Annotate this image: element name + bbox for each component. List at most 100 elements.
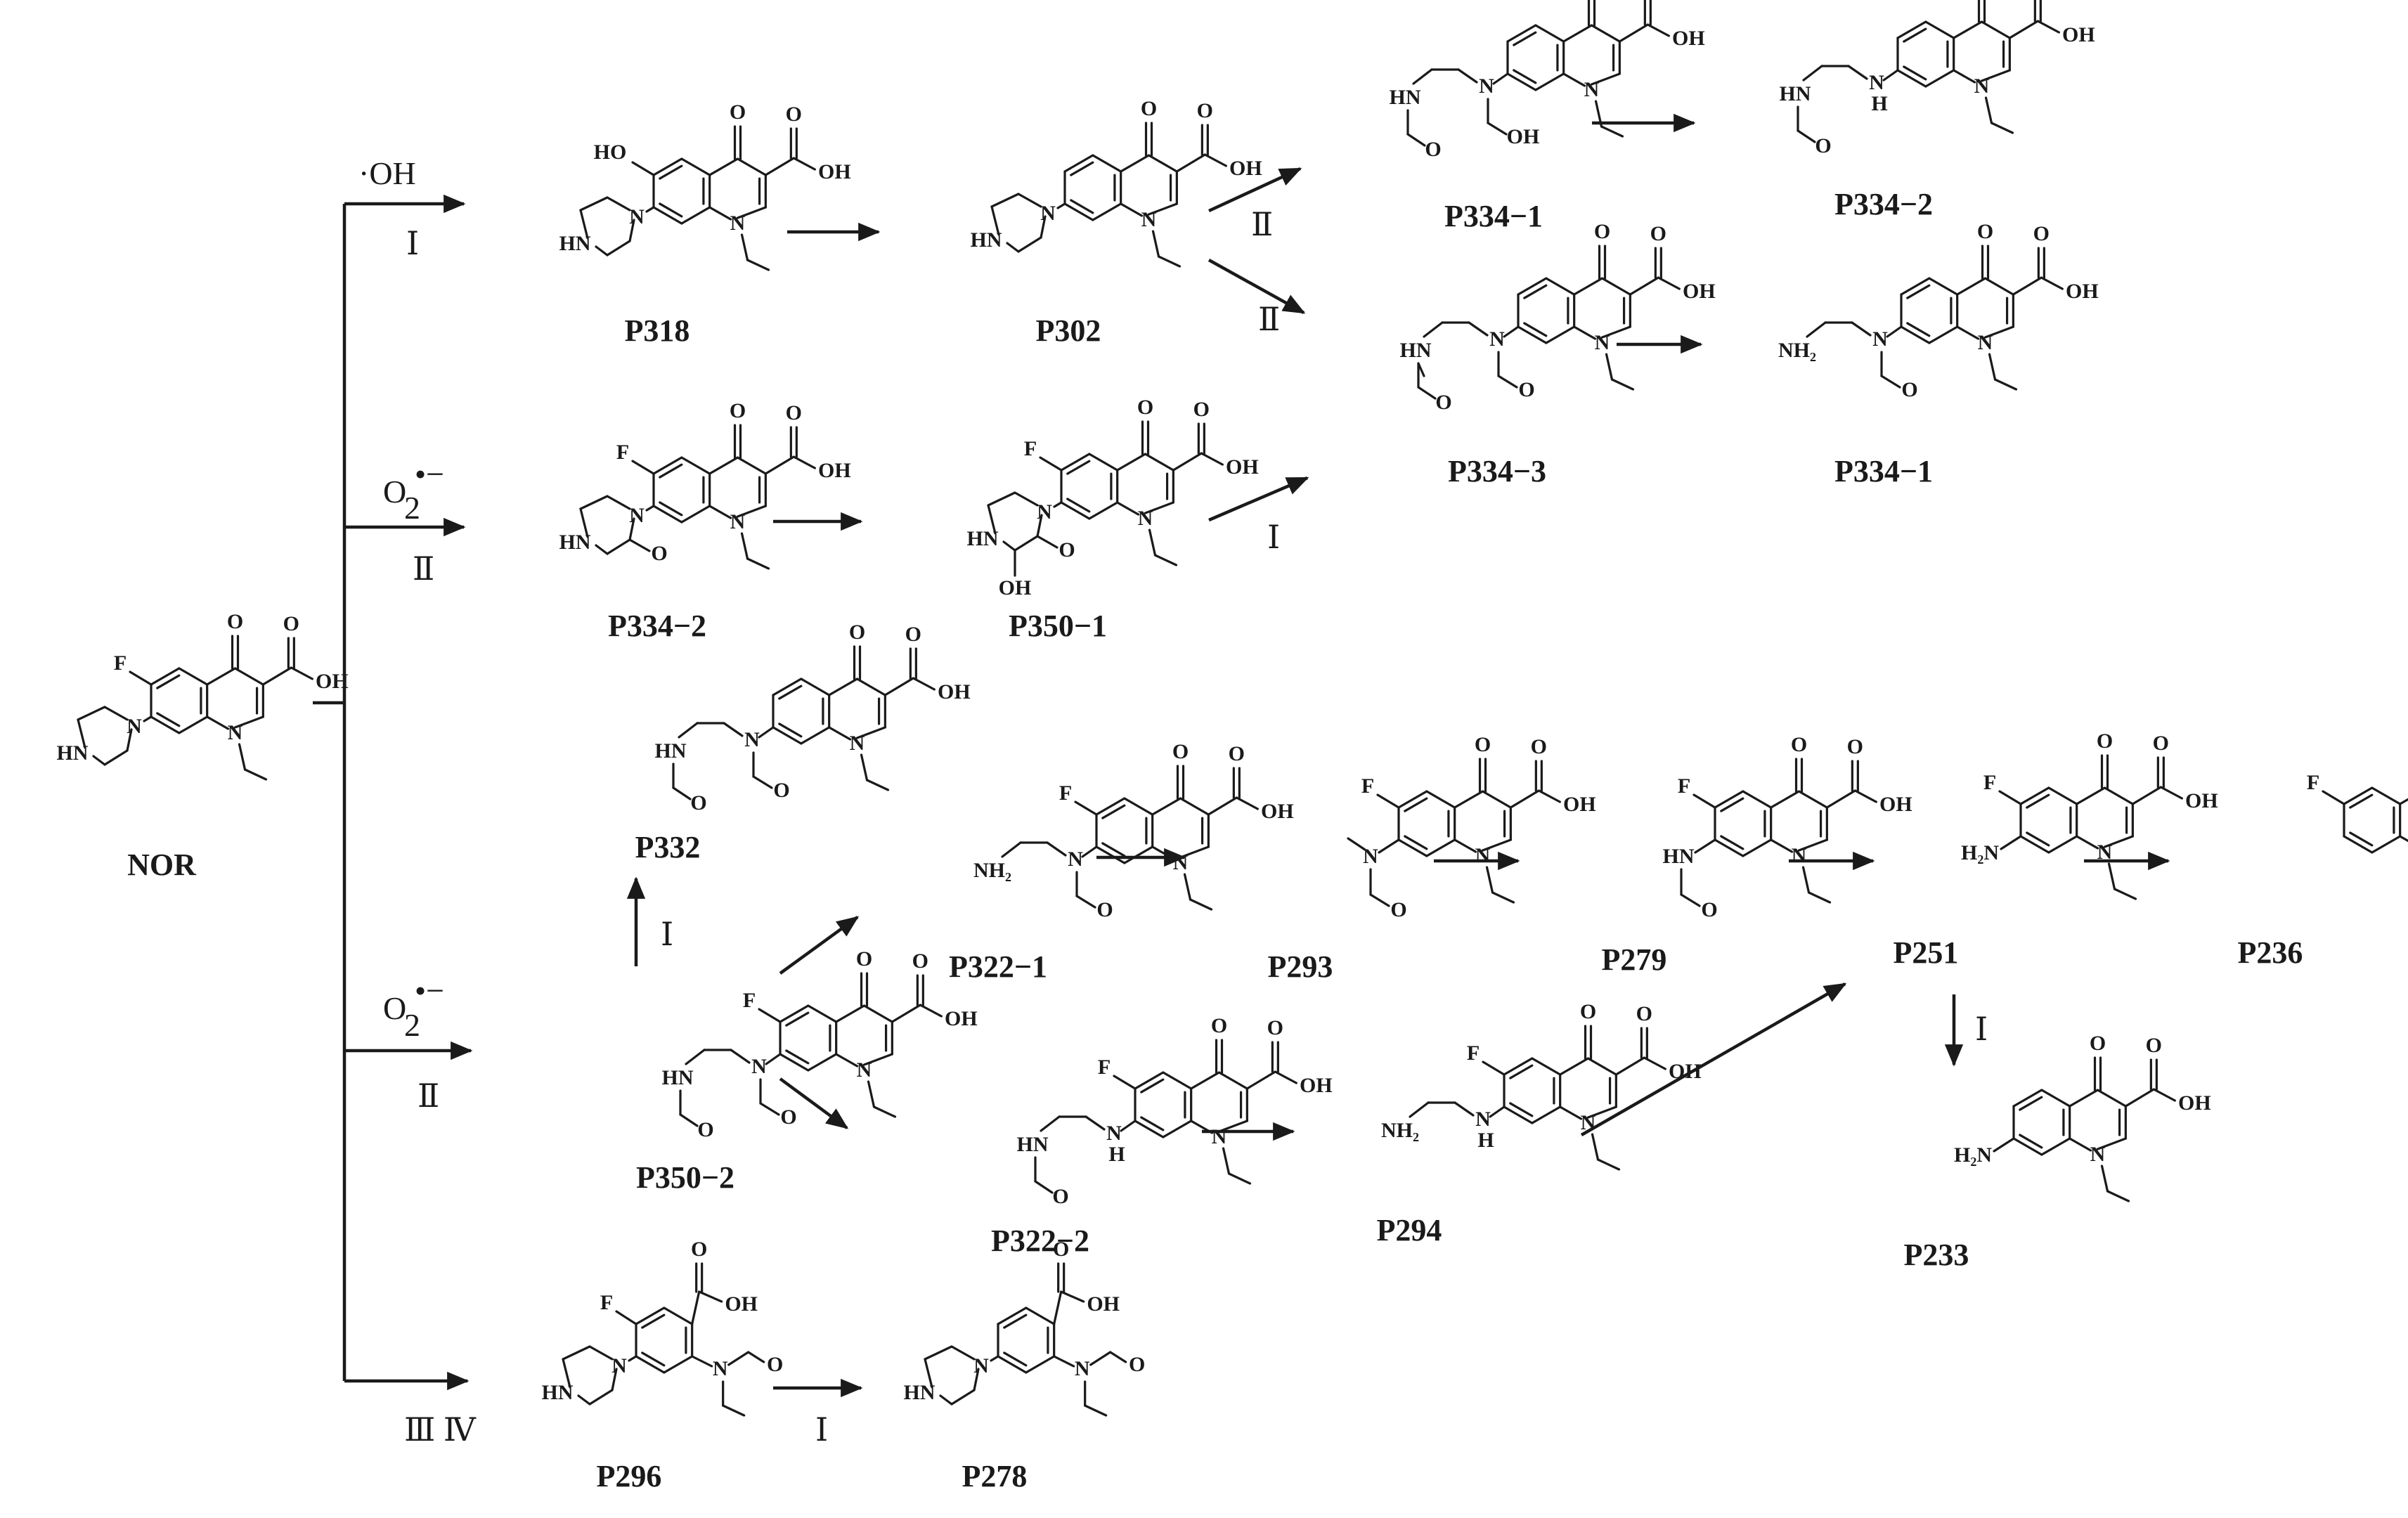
molecules: NOOOHFNHNNOOOHHONHNNOOOHNHNNOOOHNHNOOHNO… bbox=[56, 0, 2408, 1417]
atom-label: O bbox=[691, 1238, 707, 1261]
atom-label: N bbox=[1075, 1357, 1090, 1380]
atom-label: O bbox=[1267, 1016, 1283, 1039]
compound-label-p293: P293 bbox=[1268, 949, 1333, 984]
compound-label-p350-1: P350−1 bbox=[1009, 609, 1107, 643]
atom-label: N bbox=[1138, 507, 1153, 530]
atom-label: OH bbox=[725, 1292, 758, 1316]
atom-label: O bbox=[1650, 222, 1666, 245]
atom-label: N bbox=[1040, 202, 1056, 225]
atom-label: O bbox=[1425, 138, 1441, 161]
atom-label: HN bbox=[966, 527, 998, 550]
atom-label: N bbox=[730, 212, 746, 235]
compound-label-nor: NOR bbox=[127, 848, 197, 882]
atom-label: O bbox=[697, 1118, 713, 1141]
arrow-label: •− bbox=[415, 973, 444, 1008]
compound-label-p278: P278 bbox=[962, 1459, 1028, 1493]
compound-label-p236: P236 bbox=[2238, 935, 2303, 970]
atom-label: OH bbox=[1229, 157, 1262, 180]
atom-label: O bbox=[1096, 898, 1113, 921]
atom-label: O bbox=[780, 1105, 796, 1129]
atom-label: O bbox=[730, 399, 746, 422]
arrow-label: Ⅱ bbox=[417, 1078, 439, 1114]
atom-label: N bbox=[1363, 845, 1378, 868]
atom-label: N bbox=[1978, 331, 1993, 354]
atom-label: OH bbox=[999, 576, 1032, 599]
atom-label: H bbox=[1108, 1143, 1125, 1166]
compound-label-p332: P332 bbox=[635, 830, 701, 864]
atom-label: F bbox=[616, 441, 629, 464]
atom-label: N bbox=[629, 504, 645, 527]
atom-label: O bbox=[2090, 1032, 2106, 1055]
atom-label: H bbox=[1477, 1129, 1494, 1152]
atom-label: OH bbox=[1669, 1060, 1702, 1083]
atom-label: F bbox=[114, 651, 127, 675]
atom-label: HN bbox=[1779, 82, 1811, 105]
atom-label: O bbox=[1193, 398, 1210, 421]
arrow-label: O bbox=[383, 990, 406, 1026]
atom-label: F bbox=[1983, 771, 1996, 794]
atom-label: H bbox=[1871, 92, 1887, 115]
compound-label-p294: P294 bbox=[1377, 1213, 1442, 1247]
atom-label: N bbox=[2097, 841, 2113, 864]
atom-label: N bbox=[744, 728, 760, 751]
arrow-label: •− bbox=[415, 456, 444, 492]
atom-label: O bbox=[2146, 1034, 2162, 1057]
arrow-label: Ⅰ bbox=[1975, 1011, 1988, 1047]
compound-label-p334-3: P334−3 bbox=[1448, 454, 1546, 488]
atom-label: N bbox=[127, 715, 142, 738]
atom-label: O bbox=[1594, 220, 1610, 243]
atom-label: OH bbox=[1261, 800, 1294, 823]
atom-label: OH bbox=[1672, 27, 1705, 50]
arrow-label: O bbox=[383, 474, 406, 510]
molecule-p334-1a: NOOOHNHNOOH bbox=[1389, 0, 1705, 161]
arrow-label: Ⅱ bbox=[1258, 301, 1280, 337]
arrow-label: ·OH bbox=[358, 155, 416, 191]
atom-label: F bbox=[743, 989, 756, 1012]
atom-label: OH bbox=[2066, 280, 2099, 303]
atom-label: O bbox=[767, 1353, 783, 1376]
atom-label: N bbox=[850, 732, 865, 755]
compound-label-p233: P233 bbox=[1904, 1238, 1969, 1272]
atom-label: OH bbox=[2178, 1091, 2211, 1115]
atom-label: N bbox=[1584, 78, 1600, 101]
atom-label: O bbox=[1172, 740, 1189, 763]
atom-label: O bbox=[690, 791, 706, 815]
atom-label: OH bbox=[1300, 1074, 1333, 1097]
branch-lines bbox=[313, 194, 473, 1391]
molecule-p334-2a: NOOOHNHHNO bbox=[1779, 0, 2095, 157]
atom-label: N bbox=[1792, 844, 1807, 867]
atom-label: OH bbox=[316, 670, 349, 693]
atom-label: F bbox=[1098, 1056, 1111, 1079]
arrow-label: Ⅲ Ⅳ bbox=[404, 1412, 477, 1448]
arrow-label: Ⅱ bbox=[1251, 207, 1273, 242]
atom-label: NH₂ bbox=[1381, 1119, 1419, 1142]
atom-label: N bbox=[751, 1055, 767, 1078]
atom-label: O bbox=[1518, 378, 1534, 401]
atom-label: O bbox=[912, 949, 928, 973]
atom-label: O bbox=[227, 610, 243, 633]
atom-label: O bbox=[1435, 391, 1451, 414]
atom-label: NH₂ bbox=[973, 859, 1011, 882]
reaction-arrows bbox=[626, 113, 2170, 1398]
compound-label-p251: P251 bbox=[1894, 935, 1959, 970]
atom-label: HN bbox=[661, 1066, 693, 1089]
atom-label: N bbox=[1037, 500, 1052, 524]
atom-label: O bbox=[1901, 378, 1917, 401]
atom-label: H₂N bbox=[1954, 1143, 1992, 1167]
atom-label: O bbox=[1580, 1000, 1596, 1023]
atom-label: HN bbox=[970, 228, 1002, 252]
atom-label: OH bbox=[1683, 280, 1716, 303]
atom-label: N bbox=[1106, 1122, 1122, 1145]
atom-label: F bbox=[1024, 437, 1037, 460]
